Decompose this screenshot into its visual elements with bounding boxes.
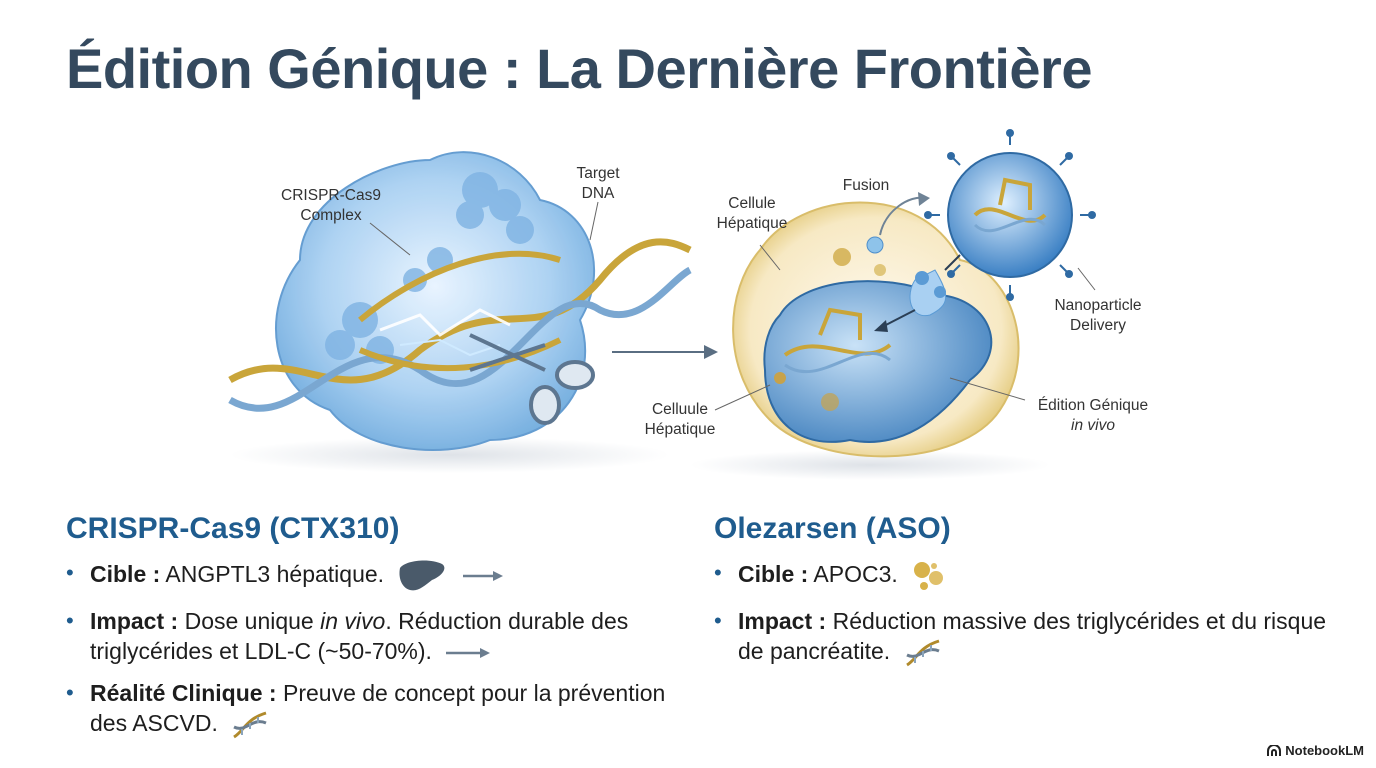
hepatic-cell bbox=[690, 129, 1096, 480]
crispr-bullet-list: Cible : ANGPTL3 hépatique. Impact : Dose… bbox=[66, 558, 686, 741]
scissors-icon bbox=[469, 333, 595, 425]
arrow-icon bbox=[462, 571, 503, 581]
transition-arrow-icon bbox=[612, 345, 718, 359]
olezarsen-column: Olezarsen (ASO) Cible : APOC3. Impact : … bbox=[714, 512, 1334, 681]
crispr-complex bbox=[228, 151, 692, 473]
brand-logo: NotebookLM bbox=[1267, 743, 1364, 758]
liver-icon bbox=[399, 560, 445, 591]
dna-icon bbox=[233, 711, 267, 739]
list-item: Réalité Clinique : Preuve de concept pou… bbox=[66, 678, 686, 741]
list-item: Cible : ANGPTL3 hépatique. bbox=[66, 558, 686, 594]
page-title: Édition Génique : La Dernière Frontière bbox=[66, 37, 1093, 100]
crispr-heading: CRISPR-Cas9 (CTX310) bbox=[66, 512, 400, 545]
olezarsen-bullet-list: Cible : APOC3. Impact : Réduction massiv… bbox=[714, 558, 1334, 669]
lipid-droplets-icon bbox=[914, 562, 944, 590]
nanoparticle bbox=[909, 129, 1096, 317]
fusion-label: Fusion bbox=[842, 177, 890, 194]
list-item: Impact : Dose unique in vivo. Réduction … bbox=[66, 606, 686, 666]
olezarsen-heading: Olezarsen (ASO) bbox=[714, 512, 951, 545]
dna-icon bbox=[905, 639, 940, 667]
notebooklm-icon bbox=[1267, 744, 1282, 756]
arrow-icon bbox=[446, 647, 491, 658]
crispr-column: CRISPR-Cas9 (CTX310) Cible : ANGPTL3 hép… bbox=[66, 512, 686, 753]
illustration-svg bbox=[228, 129, 1096, 480]
list-item: Impact : Réduction massive des triglycér… bbox=[714, 606, 1334, 669]
list-item: Cible : APOC3. bbox=[714, 558, 1334, 594]
